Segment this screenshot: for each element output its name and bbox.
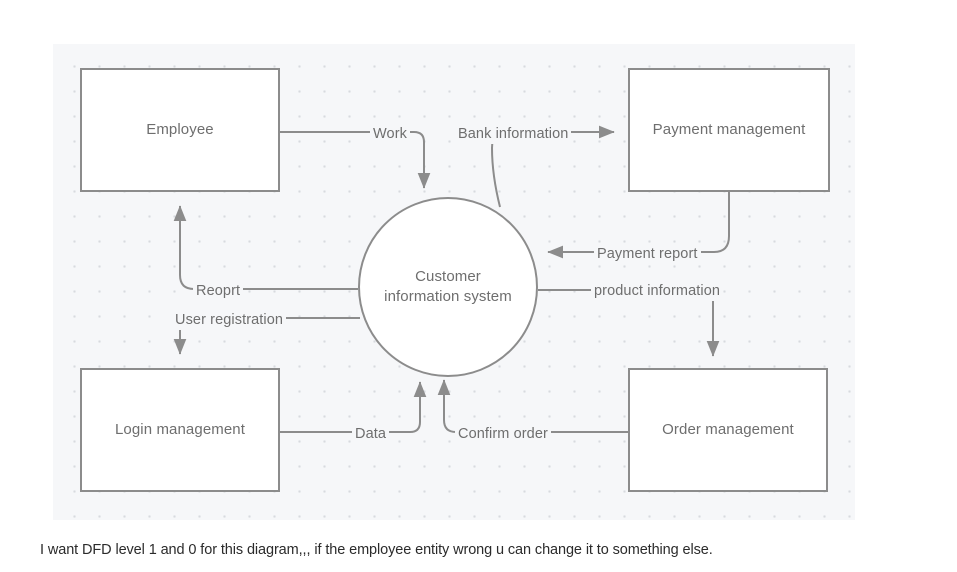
edge-label-bank-information: Bank information	[455, 125, 572, 144]
node-cis-label-line-2: information system	[384, 288, 512, 305]
edge-label-reoprt: Reoprt	[193, 282, 244, 301]
edge-label-product-information: product information	[591, 282, 724, 301]
node-cis-label-line-1: Customer	[415, 267, 481, 285]
edge-label-work: Work	[370, 125, 410, 144]
node-order-management[interactable]: Order management	[628, 368, 828, 492]
node-payment-management[interactable]: Payment management	[628, 68, 830, 192]
node-employee-label: Employee	[146, 120, 214, 138]
node-employee[interactable]: Employee	[80, 68, 280, 192]
node-login-management-label: Login management	[114, 420, 246, 438]
caption-text: I want DFD level 1 and 0 for this diagra…	[40, 542, 713, 558]
edge-label-payment-report: Payment report	[594, 245, 701, 264]
edge-label-user-registration: User registration	[172, 311, 287, 330]
node-customer-information-system-label: Customer information system	[384, 267, 512, 308]
edge-label-confirm-order: Confirm order	[455, 425, 551, 444]
node-payment-management-label: Payment management	[652, 120, 806, 138]
node-order-management-label: Order management	[662, 420, 794, 438]
node-login-management[interactable]: Login management	[80, 368, 280, 492]
node-customer-information-system[interactable]: Customer information system	[358, 197, 538, 377]
edge-label-data: Data	[352, 425, 390, 444]
